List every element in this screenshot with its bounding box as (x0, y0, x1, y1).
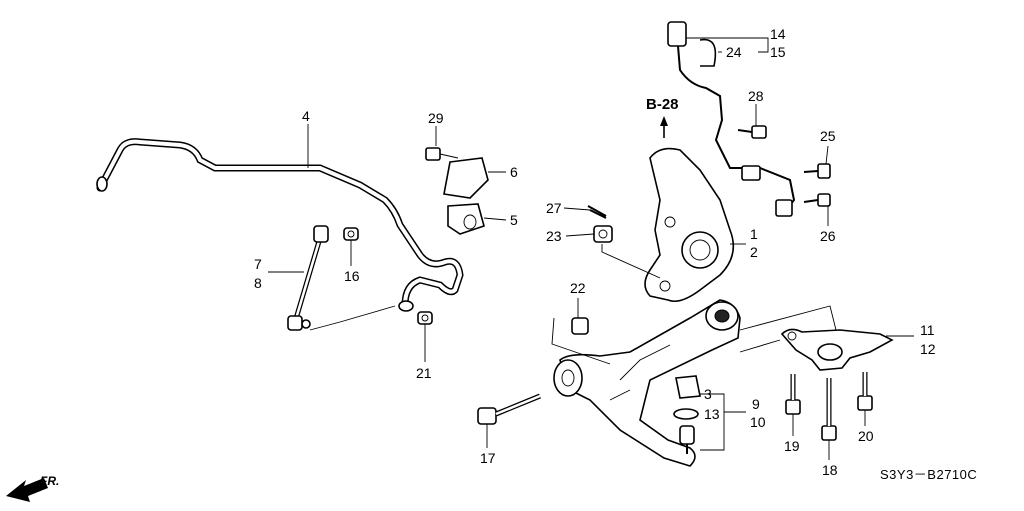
nut-16 (343, 227, 359, 241)
reference-arrow (660, 116, 668, 138)
callout-2: 2 (750, 244, 758, 260)
ball-joint-boot (675, 375, 701, 399)
callout-20: 20 (858, 428, 874, 444)
callout-17: 17 (480, 450, 496, 466)
callout-16: 16 (344, 268, 360, 284)
stabilizer-bracket (425, 147, 489, 199)
bolt-20 (857, 372, 873, 411)
callout-1: 1 (750, 226, 758, 242)
nut-22 (571, 317, 589, 335)
snap-ring (673, 408, 699, 420)
diagram-code: S3Y3－B2710C (880, 467, 978, 482)
callout-29: 29 (428, 110, 444, 126)
callout-19: 19 (784, 438, 800, 454)
callout-14: 14 (770, 26, 786, 42)
callout-8: 8 (254, 275, 262, 291)
stabilizer-bar (96, 138, 464, 312)
callout-9: 9 (752, 396, 760, 412)
callout-13: 13 (704, 406, 720, 422)
reference-label: B-28 (646, 96, 679, 113)
castle-nut (593, 225, 613, 243)
callout-26: 26 (820, 228, 836, 244)
bolt-18 (821, 378, 837, 441)
callout-24: 24 (726, 44, 742, 60)
callout-27: 27 (546, 200, 562, 216)
leader-lines (268, 37, 914, 460)
cotter-pin (587, 205, 607, 219)
callout-7: 7 (254, 256, 262, 272)
damper-fork-bracket (780, 328, 894, 371)
flange-bolt-17 (477, 393, 541, 425)
callout-25: 25 (820, 128, 836, 144)
callout-22: 22 (570, 280, 586, 296)
wheel-speed-sensor (667, 21, 796, 217)
bolt-25 (803, 163, 831, 179)
callout-12: 12 (920, 341, 936, 357)
direction-label: FR. (40, 474, 60, 488)
callout-6: 6 (510, 164, 518, 180)
bolt-26 (803, 193, 831, 207)
front-direction-arrow (6, 478, 48, 502)
callout-10: 10 (750, 414, 766, 430)
callout-15: 15 (770, 44, 786, 60)
steering-knuckle (644, 147, 735, 303)
callout-3: 3 (704, 386, 712, 402)
nut-21 (417, 311, 433, 325)
bolt-28 (737, 125, 767, 139)
bolt-19 (785, 374, 801, 415)
callout-21: 21 (416, 365, 432, 381)
callout-23: 23 (546, 228, 562, 244)
stabilizer-bushing (447, 203, 485, 235)
callout-4: 4 (302, 108, 310, 124)
callout-5: 5 (510, 212, 518, 228)
callout-11: 11 (920, 322, 935, 338)
lower-control-arm (553, 299, 741, 467)
ball-joint (679, 425, 695, 454)
stabilizer-link (287, 225, 329, 331)
callout-18: 18 (822, 462, 838, 478)
callout-28: 28 (748, 88, 764, 104)
